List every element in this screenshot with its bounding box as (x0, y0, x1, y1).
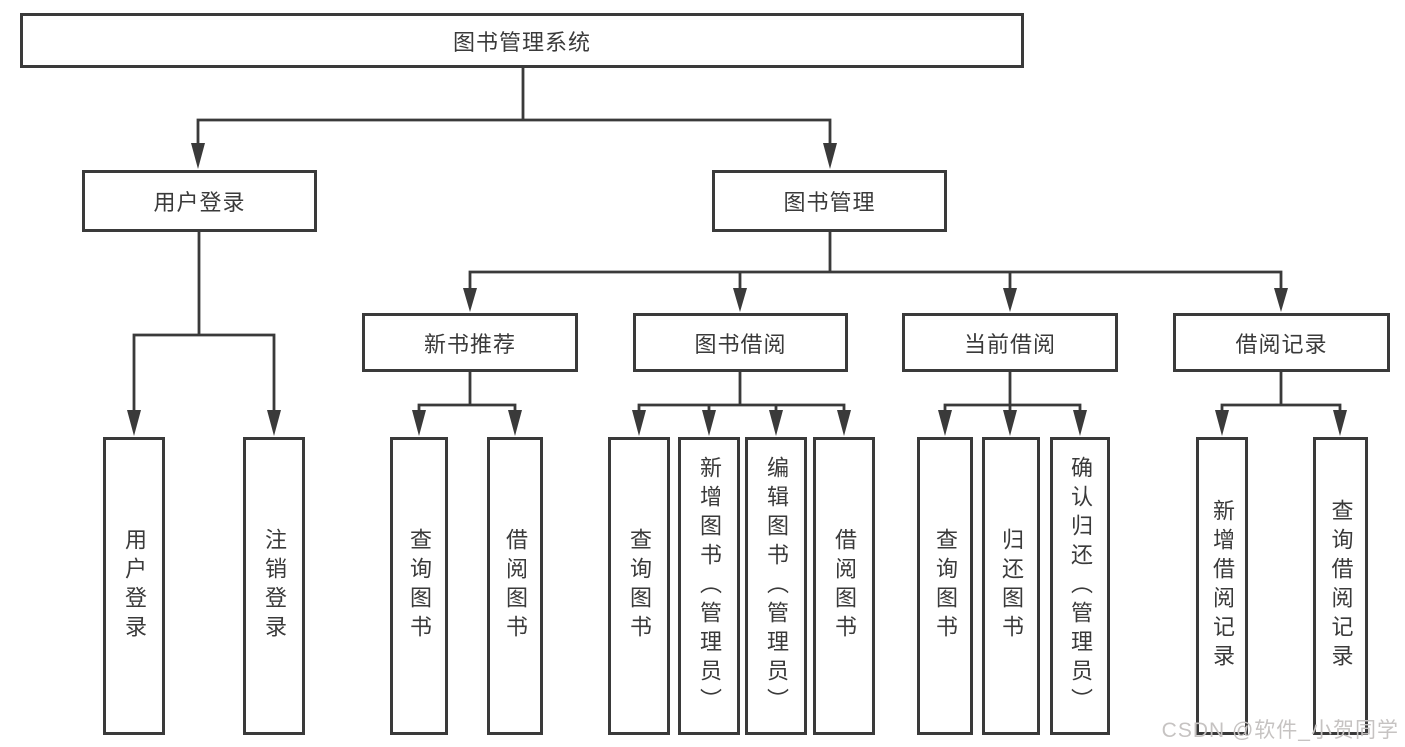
leaf-add-books-admin: 新增图书（管理员） (678, 437, 740, 735)
leaf-label: 用户登录 (122, 528, 147, 644)
node-borrowing-records: 借阅记录 (1173, 313, 1390, 372)
leaf-return-books: 归还图书 (982, 437, 1040, 735)
node-new-book-recommendation: 新书推荐 (362, 313, 578, 372)
leaf-borrow-books-recommend: 借阅图书 (487, 437, 543, 735)
leaf-label: 新增图书（管理员） (697, 455, 722, 717)
node-user-login: 用户登录 (82, 170, 317, 232)
leaf-label: 注销登录 (262, 528, 287, 644)
leaf-borrow-books-borrowing: 借阅图书 (813, 437, 875, 735)
leaf-query-books-recommend: 查询图书 (390, 437, 448, 735)
leaf-confirm-return-admin: 确认归还（管理员） (1050, 437, 1110, 735)
leaf-label: 查询图书 (933, 528, 958, 644)
csdn-watermark: CSDN @软件_小贺同学 (1161, 719, 1399, 742)
leaf-query-books-borrowing: 查询图书 (608, 437, 670, 735)
node-book-borrowing: 图书借阅 (633, 313, 848, 372)
leaf-label: 查询图书 (407, 528, 432, 644)
leaf-label: 查询图书 (627, 528, 652, 644)
leaf-label: 借阅图书 (503, 528, 528, 644)
leaf-user-login: 用户登录 (103, 437, 165, 735)
leaf-label: 查询借阅记录 (1328, 499, 1354, 673)
leaf-query-borrow-record: 查询借阅记录 (1313, 437, 1368, 735)
leaf-edit-books-admin: 编辑图书（管理员） (745, 437, 807, 735)
leaf-label: 借阅图书 (832, 528, 857, 644)
leaf-logout: 注销登录 (243, 437, 305, 735)
node-current-borrowing: 当前借阅 (902, 313, 1118, 372)
leaf-label: 确认归还（管理员） (1068, 455, 1093, 717)
connector-segments (132, 65, 1342, 413)
arrowheads (127, 143, 1347, 436)
leaf-add-borrow-record: 新增借阅记录 (1196, 437, 1248, 735)
leaf-label: 归还图书 (999, 528, 1024, 644)
node-book-management: 图书管理 (712, 170, 947, 232)
leaf-query-books-current: 查询图书 (917, 437, 973, 735)
leaf-label: 新增借阅记录 (1210, 499, 1235, 673)
node-library-management-system: 图书管理系统 (20, 13, 1024, 68)
leaf-label: 编辑图书（管理员） (764, 455, 789, 717)
